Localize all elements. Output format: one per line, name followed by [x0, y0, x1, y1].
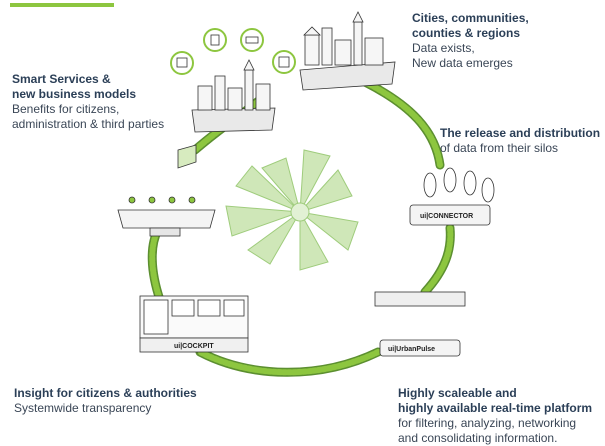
release-block: The release and distribution of data fro… — [440, 126, 600, 156]
insight-body: Systemwide transparency — [14, 401, 152, 415]
platform-body-2: and consolidating information. — [398, 431, 558, 445]
document-icon — [170, 51, 194, 75]
cities-heading-1: Cities, communities, — [412, 11, 529, 25]
tablet-icon — [272, 50, 296, 74]
smart-services-body-1: Benefits for citizens, — [12, 102, 120, 116]
service-dish-graphic — [117, 144, 216, 237]
car-icon — [240, 28, 264, 52]
accent-bar — [10, 3, 114, 7]
cities-body-2: New data emerges — [412, 56, 513, 70]
connector-device-graphic — [409, 167, 495, 226]
town-skyline-graphic — [191, 59, 276, 133]
platform-heading-2: highly available real-time platform — [398, 401, 593, 415]
document-icon — [203, 28, 227, 52]
insight-block: Insight for citizens & authorities Syste… — [14, 386, 197, 416]
platform-heading-1: Highly scaleable and — [398, 386, 517, 400]
smart-services-block: Smart Services & new business models Ben… — [12, 72, 164, 132]
central-fan-graphic — [225, 149, 359, 271]
service-icons — [170, 28, 296, 75]
cities-body-1: Data exists, — [412, 41, 475, 55]
release-heading: The release and distribution — [440, 126, 601, 140]
cities-block: Cities, communities, counties & regions … — [412, 11, 529, 71]
connector-label: ui|CONNECTOR — [420, 213, 473, 220]
cockpit-label: ui|COCKPIT — [174, 343, 214, 350]
urbanpulse-label: ui|UrbanPulse — [388, 346, 435, 353]
urbanpulse-device-graphic — [374, 291, 466, 357]
smart-services-heading-1: Smart Services & — [12, 72, 111, 86]
platform-body-1: for filtering, analyzing, networking — [398, 416, 577, 430]
platform-block: Highly scaleable and highly available re… — [398, 386, 592, 446]
city-skyline-graphic — [299, 11, 396, 91]
cities-heading-2: counties & regions — [412, 26, 521, 40]
smart-services-body-2: administration & third parties — [12, 117, 165, 131]
insight-heading: Insight for citizens & authorities — [14, 386, 197, 400]
smart-services-heading-2: new business models — [12, 87, 137, 101]
cockpit-monitor-graphic — [139, 295, 249, 353]
release-body: of data from their silos — [440, 141, 559, 155]
